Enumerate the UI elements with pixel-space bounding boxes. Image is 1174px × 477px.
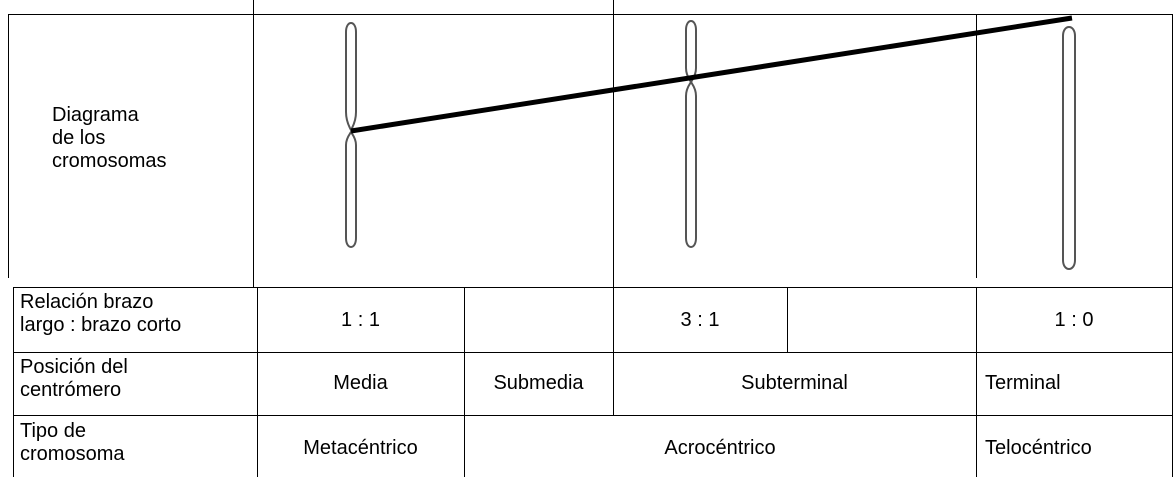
ratio-metacentric: 1 : 1 [341, 309, 380, 331]
col-border-1 [257, 287, 258, 477]
ratio-row-label: Relación brazo largo : brazo corto [20, 291, 182, 336]
table-left-border [8, 14, 9, 278]
type-row-label: Tipo de cromosoma [20, 420, 125, 465]
row-border-2 [13, 352, 1173, 353]
row-border-3 [13, 415, 1173, 416]
position-subterminal: Subterminal [741, 372, 848, 394]
col-border-3 [613, 287, 614, 416]
diagram-divider-3 [976, 14, 977, 278]
centromere-connector-line [350, 15, 1073, 134]
col-border-2 [464, 287, 465, 477]
ratio-subterminal-a: 3 : 1 [680, 309, 720, 331]
ratio-terminal: 1 : 0 [1054, 309, 1094, 331]
type-telocentric: Telocéntrico [985, 437, 1092, 459]
diagram-row-label: Diagrama de los cromosomas [52, 104, 167, 172]
row-border-1 [13, 287, 1173, 288]
metacentric-chromosome [345, 22, 357, 248]
position-submedia: Submedia [493, 372, 584, 394]
position-terminal: Terminal [985, 372, 1061, 394]
table-right-border [1172, 14, 1173, 477]
telocentric-chromosome [1062, 26, 1076, 270]
col-border-5 [976, 287, 977, 477]
diagram-divider-2 [613, 0, 614, 288]
diagram-divider-1 [253, 0, 254, 288]
table-left-rule-lower [13, 287, 14, 477]
type-metacentric: Metacéntrico [303, 437, 418, 459]
col-border-4 [787, 287, 788, 353]
subterminal-chromosome [685, 20, 697, 248]
position-media: Media [333, 372, 388, 394]
position-row-label: Posición del centrómero [20, 356, 128, 401]
type-acrocentric: Acrocéntrico [664, 437, 776, 459]
table-top-border [8, 14, 1173, 15]
